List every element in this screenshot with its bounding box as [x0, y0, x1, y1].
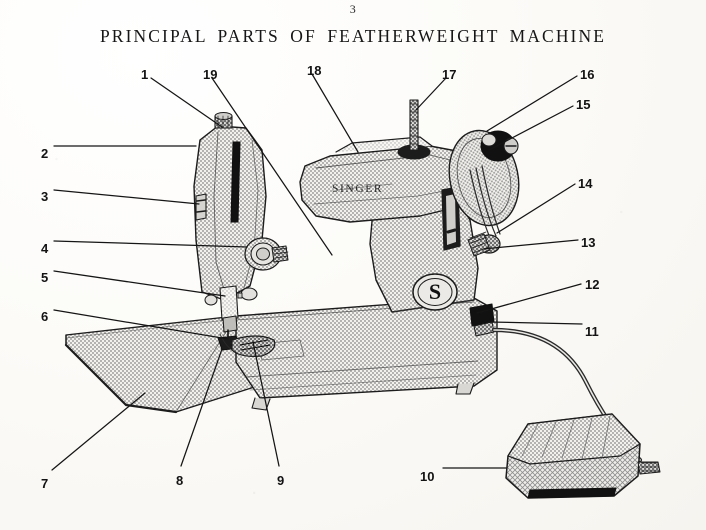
callout-number-18: 18 [307, 63, 322, 78]
leader-line-19 [211, 77, 333, 256]
leader-line-12 [476, 283, 582, 314]
leader-line-17 [415, 77, 447, 111]
callout-number-8: 8 [176, 473, 184, 488]
bobbin-winder-knob [214, 112, 233, 129]
machine-bed [235, 297, 498, 411]
callout-number-14: 14 [578, 176, 593, 191]
singer-wordmark: SINGER [332, 183, 383, 195]
callout-number-11: 11 [585, 324, 599, 339]
leader-line-7 [51, 392, 146, 471]
leader-line-18 [311, 73, 359, 153]
hand-wheel [448, 129, 520, 239]
leader-line-5 [53, 270, 226, 297]
callout-number-2: 2 [41, 146, 49, 161]
callout-number-15: 15 [576, 97, 591, 112]
leader-line-9 [252, 341, 280, 467]
callout-number-13: 13 [581, 235, 596, 250]
callout-number-16: 16 [580, 67, 595, 82]
callout-number-6: 6 [41, 309, 49, 324]
badge-letter: S [429, 279, 441, 304]
leader-line-8 [180, 348, 223, 467]
callout-leader-lines [51, 73, 583, 471]
leader-line-15 [488, 105, 574, 151]
callout-number-4: 4 [41, 241, 49, 256]
leader-line-1 [150, 77, 223, 128]
callout-number-7: 7 [41, 476, 49, 491]
leader-line-6 [53, 309, 229, 340]
machine-head [193, 125, 267, 301]
leader-line-16 [486, 75, 578, 132]
callout-number-9: 9 [277, 473, 285, 488]
callout-number-1: 1 [141, 67, 149, 82]
callout-number-3: 3 [41, 189, 49, 204]
callout-number-10: 10 [420, 469, 435, 484]
tension-assembly [244, 237, 289, 271]
page-title: PRINCIPAL PARTS OF FEATHERWEIGHT MACHINE [99, 26, 607, 46]
callout-number-17: 17 [442, 67, 457, 82]
callout-number-19: 19 [203, 67, 218, 82]
spool-pin [397, 99, 431, 160]
leader-line-4 [53, 240, 248, 248]
leader-line-13 [482, 239, 579, 250]
page-number: 3 [349, 2, 357, 16]
presser-foot-assembly [204, 285, 276, 357]
machine-arm [299, 136, 471, 251]
leader-line-3 [53, 189, 200, 205]
leader-line-14 [496, 183, 576, 234]
callout-number-12: 12 [585, 277, 600, 292]
callout-number-5: 5 [41, 270, 49, 285]
foot-controller [505, 413, 661, 499]
singer-badge [412, 273, 458, 311]
leader-line-11 [488, 321, 583, 325]
